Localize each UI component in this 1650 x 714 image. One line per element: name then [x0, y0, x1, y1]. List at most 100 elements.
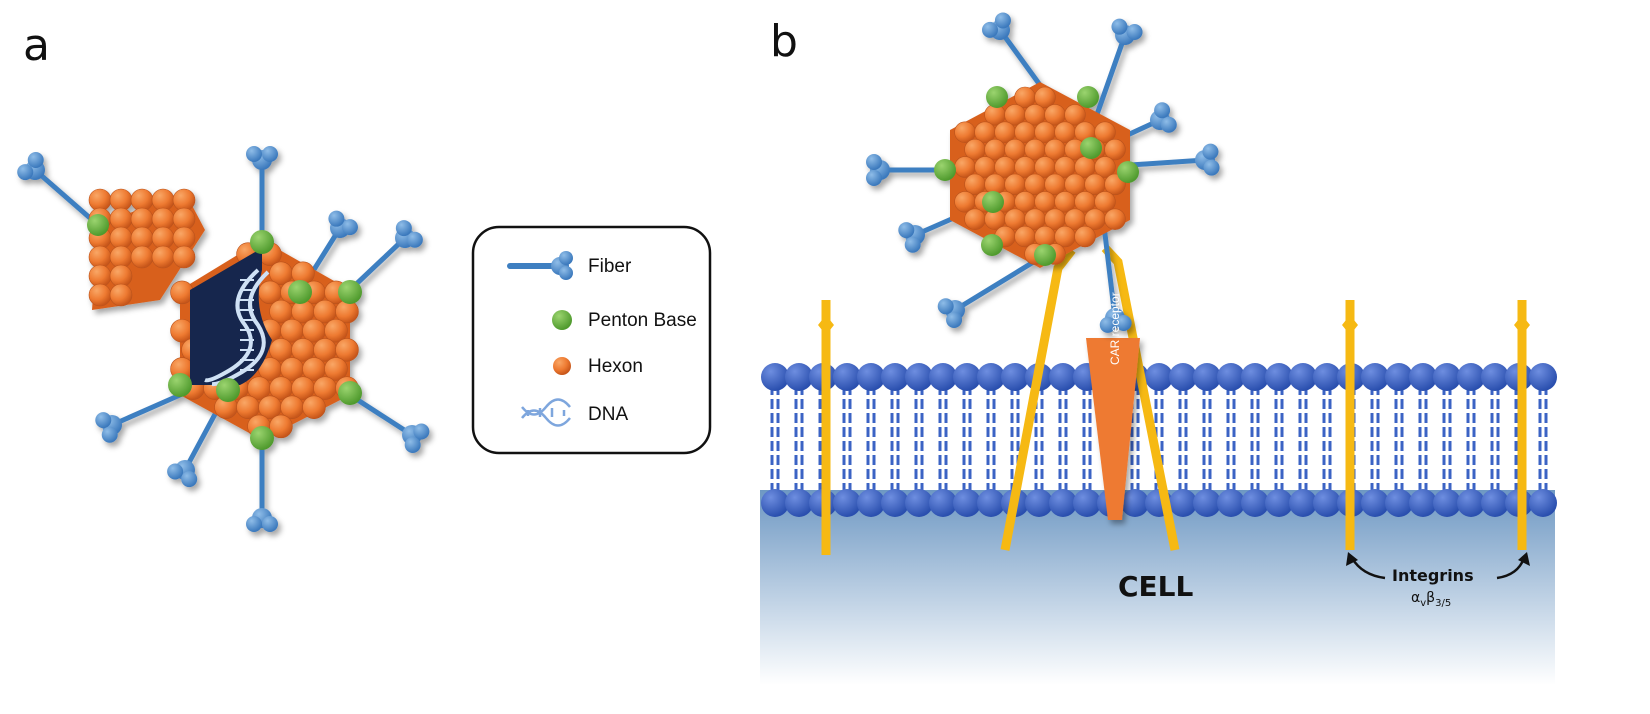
fiber-knob: [982, 21, 999, 38]
hexon: [130, 207, 154, 231]
dna-icon: [521, 398, 571, 427]
hexon: [1094, 121, 1116, 143]
lipid-head: [1193, 489, 1221, 517]
hexon: [151, 207, 175, 231]
hexon: [109, 226, 133, 250]
lipid-head: [1289, 489, 1317, 517]
fiber-knob: [1154, 102, 1171, 119]
lipid-head: [977, 363, 1005, 391]
lipid-head: [1241, 363, 1269, 391]
fiber-knob: [1111, 18, 1128, 35]
lipid-head: [1265, 489, 1293, 517]
hexon: [109, 283, 133, 307]
integrin-head: [1342, 315, 1358, 335]
lipid-head: [1121, 489, 1149, 517]
penton: [982, 191, 1004, 213]
fiber-knob: [413, 423, 430, 440]
hexon: [130, 226, 154, 250]
penton: [1117, 161, 1139, 183]
fiber-knob: [101, 426, 118, 443]
penton: [87, 214, 109, 236]
lipid-head: [857, 489, 885, 517]
capsid-fragment: [87, 188, 205, 310]
fiber-knob: [1160, 116, 1177, 133]
hexon: [109, 207, 133, 231]
lipid-head: [1217, 363, 1245, 391]
lipid-head: [953, 363, 981, 391]
lipid-head: [1145, 363, 1173, 391]
lipid-head: [1265, 363, 1293, 391]
hexon: [151, 245, 175, 269]
lipid-head: [1001, 363, 1029, 391]
hexon: [109, 188, 133, 212]
fiber-shaft: [1092, 32, 1128, 123]
penton: [1034, 244, 1056, 266]
fiber-knob: [866, 154, 882, 170]
fiber-shaft: [347, 235, 408, 293]
lipid-head: [1409, 489, 1437, 517]
hexon: [1034, 86, 1056, 109]
hexon: [302, 395, 326, 420]
lipid-head: [1193, 363, 1221, 391]
hexon: [1064, 104, 1086, 126]
hexon: [151, 188, 175, 212]
cell-label: CELL: [1118, 570, 1194, 603]
lipid-head: [785, 489, 813, 517]
lipid-head: [929, 489, 957, 517]
penton-base-icon: [552, 310, 572, 330]
panel-b-virus: [866, 12, 1220, 333]
lipid-head: [833, 489, 861, 517]
fiber-knob: [1126, 24, 1143, 41]
fiber-knob: [328, 210, 345, 227]
lipid-head: [881, 489, 909, 517]
lipid-head: [977, 489, 1005, 517]
cell-interior: [760, 490, 1555, 685]
fiber-knob: [181, 471, 198, 488]
lipid-head: [1385, 489, 1413, 517]
lipid-head: [1457, 363, 1485, 391]
fiber-icon: [507, 251, 573, 280]
lipid-head: [1289, 363, 1317, 391]
lipid-head: [761, 363, 789, 391]
fiber-knob: [994, 12, 1011, 29]
fiber-knob: [404, 436, 421, 453]
panel-a-virus: [17, 146, 430, 532]
fiber-shaft: [1127, 157, 1208, 168]
arrow-left-head: [1346, 552, 1358, 566]
hexon: [269, 414, 293, 439]
fiber-shaft: [997, 27, 1043, 88]
integrin-head: [818, 315, 834, 335]
lipid-head: [905, 489, 933, 517]
legend-label-hexon: Hexon: [588, 356, 643, 377]
legend-label-fiber: Fiber: [588, 256, 632, 277]
hexon: [88, 283, 112, 307]
fiber-knob: [946, 311, 963, 328]
lipid-head: [1241, 489, 1269, 517]
legend-box: [471, 225, 712, 455]
fiber-knob: [246, 146, 262, 162]
hexon: [151, 226, 175, 250]
integrin-chain: [1000, 247, 1076, 551]
lipid-head: [1217, 489, 1245, 517]
integrins-label: Integrins: [1392, 566, 1474, 585]
hexon: [1094, 156, 1116, 178]
lipid-head: [1169, 363, 1197, 391]
penton: [981, 234, 1003, 256]
capsid-cutaway: [190, 248, 272, 385]
penton: [986, 86, 1008, 108]
lipid-head: [953, 489, 981, 517]
lipid-head: [1529, 489, 1557, 517]
lipid-head: [833, 363, 861, 391]
penton: [934, 159, 956, 181]
panel-a-label: a: [23, 20, 50, 71]
hexon: [335, 338, 359, 362]
integrin-head: [1514, 315, 1530, 335]
hexon: [1094, 191, 1116, 213]
fiber-shaft: [347, 392, 415, 438]
penton: [216, 378, 240, 402]
hexon: [324, 318, 348, 343]
arrow-right-head: [1518, 552, 1530, 566]
lipid-head: [1529, 363, 1557, 391]
penton: [338, 381, 362, 405]
